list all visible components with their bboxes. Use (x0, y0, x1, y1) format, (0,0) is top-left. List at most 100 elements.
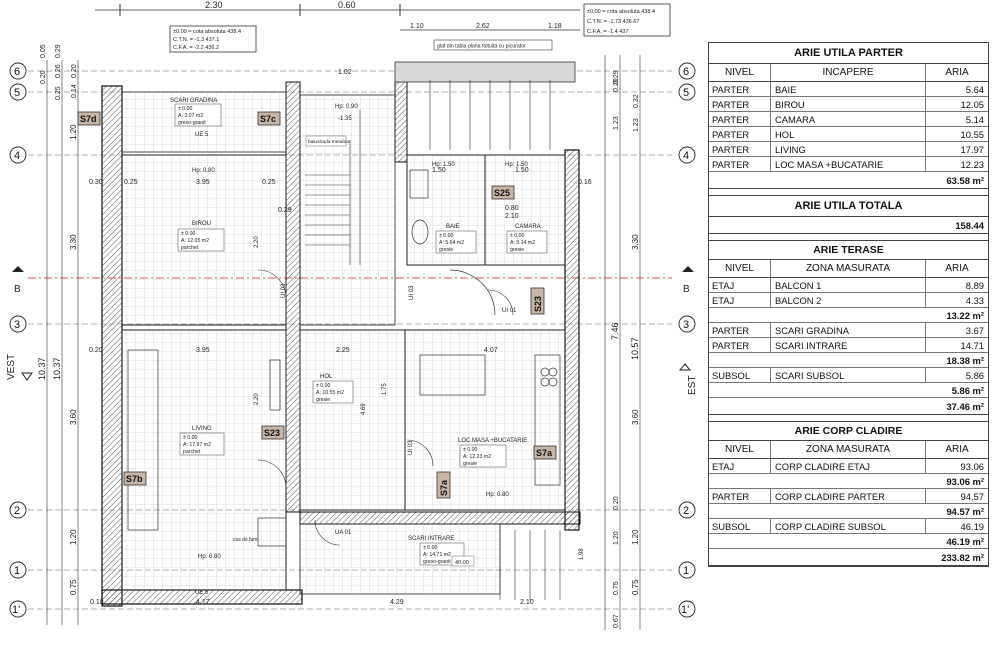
section-tag-s23: S23 (261, 425, 285, 440)
svg-text:1.23: 1.23 (613, 116, 620, 130)
svg-text:balustrada metalica: balustrada metalica (308, 139, 350, 145)
svg-text:0.75: 0.75 (69, 579, 78, 595)
svg-text:B: B (14, 284, 21, 295)
parter-total: 63.58 m² (709, 172, 988, 189)
svg-text:0.20: 0.20 (613, 78, 620, 92)
svg-text:± 0.00: ± 0.00 (423, 545, 437, 551)
parter-title: ARIE UTILA PARTER (709, 43, 988, 64)
svg-text:0.80: 0.80 (505, 205, 519, 212)
svg-text:1.20: 1.20 (69, 124, 78, 140)
svg-text:C.T.N. = -1.73 436.67: C.T.N. = -1.73 436.67 (587, 19, 639, 25)
svg-text:Hp: 0.80: Hp: 0.80 (192, 168, 215, 174)
section-b-markers: B B (12, 266, 694, 295)
room-label-camara: CAMARA ± 0.00 A: 5.14 m2 gresie (506, 224, 548, 254)
svg-text:1.20: 1.20 (631, 529, 640, 545)
svg-text:S25: S25 (494, 188, 510, 198)
corp-total: 233.82 m² (709, 549, 988, 566)
svg-text:4: 4 (14, 150, 20, 162)
svg-text:Hp: 0.80: Hp: 0.80 (198, 554, 221, 560)
svg-text:S23: S23 (264, 428, 280, 438)
svg-text:0.25: 0.25 (124, 179, 138, 186)
svg-text:2.20: 2.20 (254, 393, 260, 405)
svg-text:0.16: 0.16 (578, 179, 592, 186)
svg-text:0.25: 0.25 (55, 86, 62, 100)
svg-text:SCARI GRADINA: SCARI GRADINA (170, 98, 217, 104)
corp-title: ARIE CORP CLADIRE (709, 422, 988, 441)
svg-text:B: B (683, 284, 690, 295)
svg-text:1.18: 1.18 (548, 23, 562, 30)
door-swings (257, 269, 514, 546)
svg-text:Hp: 1.50: Hp: 1.50 (505, 162, 528, 168)
svg-text:5: 5 (683, 87, 689, 99)
svg-text:1.20: 1.20 (613, 531, 620, 545)
svg-text:0.05: 0.05 (40, 44, 47, 58)
svg-text:Hp: 0.80: Hp: 0.80 (486, 492, 509, 498)
svg-text:0.29: 0.29 (55, 44, 62, 58)
svg-text:UI 03: UI 03 (409, 285, 415, 300)
svg-text:parchet: parchet (181, 245, 199, 251)
svg-text:Hp: 0.90: Hp: 0.90 (335, 104, 358, 110)
svg-text:1.98: 1.98 (579, 548, 585, 560)
svg-text:A: 3.07 m2: A: 3.07 m2 (178, 113, 203, 119)
svg-text:greso-granit: greso-granit (178, 120, 206, 126)
svg-text:±0.00 = cota absoluta 438.4: ±0.00 = cota absoluta 438.4 (173, 29, 241, 35)
svg-text:1: 1 (14, 565, 20, 577)
svg-text:1': 1' (681, 604, 689, 616)
svg-text:C.F.A. = -2.2 436.2: C.F.A. = -2.2 436.2 (173, 45, 219, 51)
svg-text:cos de fum: cos de fum (233, 537, 257, 543)
svg-text:10.37: 10.37 (52, 357, 62, 380)
svg-text:A: 14.71 m2: A: 14.71 m2 (423, 552, 451, 558)
subtotal-row: 5.86 m² (709, 383, 988, 398)
svg-text:±0.00 = cota absoluta 438.4: ±0.00 = cota absoluta 438.4 (587, 9, 655, 15)
svg-text:0.75: 0.75 (613, 581, 620, 595)
svg-text:UE 5: UE 5 (195, 590, 209, 596)
svg-text:HOL: HOL (320, 374, 333, 380)
interior-dimensions: 3.95 3.95 2.25 4.07 1.50 1.50 1.02 0.30 … (89, 69, 592, 606)
svg-text:BAIE: BAIE (446, 224, 460, 230)
misc-labels: UE 5 UE 5 UI 03 UI 03 UI 03 UA 01 UI 01 … (192, 104, 585, 596)
svg-text:LIVING: LIVING (192, 426, 212, 432)
svg-text:3.60: 3.60 (69, 409, 78, 425)
svg-text:4.07: 4.07 (484, 347, 498, 354)
svg-text:1.23: 1.23 (633, 118, 640, 132)
svg-text:± 0.00: ± 0.00 (463, 447, 477, 453)
left-dimensions: 0.05 0.20 0.29 0.26 0.25 0.14 0.20 1.20 … (6, 44, 79, 625)
svg-text:2: 2 (14, 505, 20, 517)
glass-note: glaf din tabla plana faltuita cu picurat… (437, 44, 526, 50)
svg-text:SCARI INTRARE: SCARI INTRARE (408, 536, 454, 542)
kitchen-counter-icon (534, 354, 561, 486)
room-label-baie: BAIE ± 0.00 A: 5.64 m2 gresie (435, 224, 477, 254)
svg-text:S7d: S7d (80, 114, 97, 124)
svg-text:1.50: 1.50 (432, 167, 446, 174)
svg-text:0.32: 0.32 (633, 94, 640, 108)
subtotal-row: 94.57 m² (709, 504, 988, 519)
svg-text:0.14: 0.14 (71, 84, 78, 98)
chimney-icon (257, 517, 287, 547)
svg-text:A: 5.14 m2: A: 5.14 m2 (510, 240, 535, 246)
section-tag-s7a: S7a (533, 445, 557, 460)
svg-text:1.50: 1.50 (515, 167, 529, 174)
svg-text:C.F.A. = -1.4 437: C.F.A. = -1.4 437 (587, 29, 628, 35)
svg-text:0.20: 0.20 (40, 70, 47, 84)
svg-text:parchet: parchet (183, 449, 201, 455)
svg-text:A: 12.05 m2: A: 12.05 m2 (181, 238, 209, 244)
svg-text:Hp: 1.50: Hp: 1.50 (432, 162, 455, 168)
room-label-living: LIVING ± 0.00 A: 17.97 m2 parchet (179, 426, 225, 456)
svg-text:UI 03: UI 03 (281, 283, 287, 298)
vest-label: VEST (6, 354, 17, 380)
svg-text:-1.35: -1.35 (338, 116, 352, 122)
top-dim: 0.60 (338, 0, 356, 10)
svg-text:0.20: 0.20 (613, 496, 620, 510)
area-table: ARIE UTILA PARTER NIVEL INCAPERE ARIA PA… (708, 42, 989, 567)
svg-text:S7b: S7b (126, 474, 143, 484)
cota-box-left: ±0.00 = cota absoluta 438.4 C.T.N. = -1.… (169, 25, 257, 53)
svg-text:± 0.00: ± 0.00 (316, 383, 330, 389)
room-label-hol: HOL ± 0.00 A: 10.55 m2 gresie (312, 374, 354, 404)
svg-text:0.29: 0.29 (613, 70, 620, 84)
svg-text:gresie: gresie (463, 461, 477, 467)
svg-text:S7c: S7c (260, 114, 276, 124)
